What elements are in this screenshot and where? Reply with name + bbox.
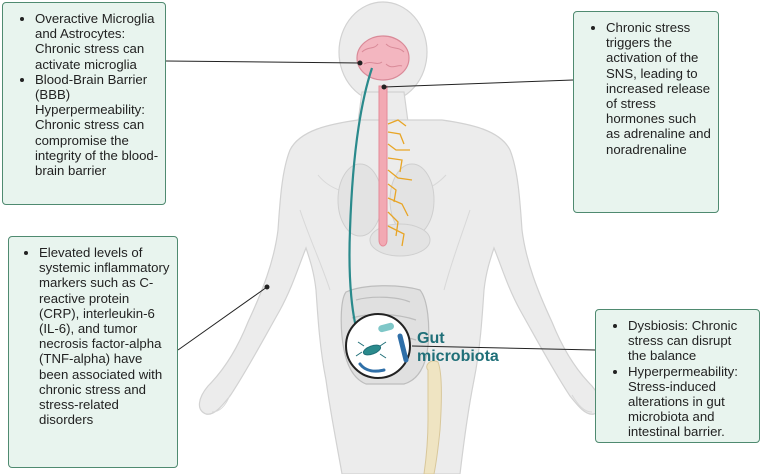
sns-list: Chronic stress triggers the activation o… bbox=[580, 20, 712, 157]
gut-label-line1: Gut bbox=[417, 330, 445, 347]
connector-dots bbox=[264, 60, 387, 290]
microglia-bbb-box: Overactive Microglia and Astrocytes: Chr… bbox=[2, 2, 166, 205]
gut-hyperpermeability-item: Hyperpermeability: Stress-induced altera… bbox=[628, 364, 753, 440]
inflammatory-markers-box: Elevated levels of systemic inflammatory… bbox=[8, 236, 178, 468]
brain bbox=[356, 35, 410, 81]
connector-lines bbox=[165, 60, 596, 351]
leg-bone bbox=[423, 360, 442, 474]
vagus-nerve bbox=[348, 67, 374, 341]
microglia-item: Overactive Microglia and Astrocytes: Chr… bbox=[35, 11, 159, 72]
sympathetic-nerves bbox=[387, 119, 413, 247]
gut-box: Dysbiosis: Chronic stress can disrupt th… bbox=[595, 309, 760, 443]
internal-organs bbox=[337, 163, 435, 257]
microglia-bbb-list: Overactive Microglia and Astrocytes: Chr… bbox=[9, 11, 159, 178]
microbiota-magnifier bbox=[345, 313, 411, 379]
gut-microbiota-label: Gut microbiota bbox=[417, 330, 499, 366]
inflammatory-markers-list: Elevated levels of systemic inflammatory… bbox=[15, 245, 171, 427]
spinal-cord bbox=[378, 85, 388, 247]
gut-label-line2: microbiota bbox=[417, 348, 499, 365]
sns-item: Chronic stress triggers the activation o… bbox=[606, 20, 712, 157]
sns-box: Chronic stress triggers the activation o… bbox=[573, 11, 719, 213]
bbb-item: Blood-Brain Barrier (BBB) Hyperpermeabil… bbox=[35, 72, 159, 178]
gut-list: Dysbiosis: Chronic stress can disrupt th… bbox=[602, 318, 753, 440]
dysbiosis-item: Dysbiosis: Chronic stress can disrupt th… bbox=[628, 318, 753, 364]
inflammatory-markers-item: Elevated levels of systemic inflammatory… bbox=[39, 245, 171, 427]
